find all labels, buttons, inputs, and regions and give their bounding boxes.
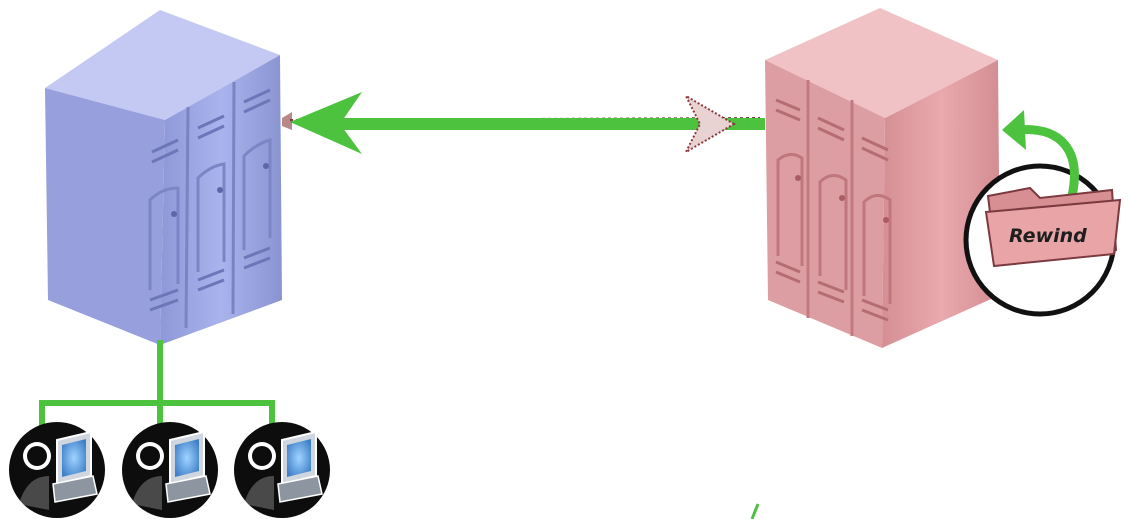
primary-server <box>45 10 282 345</box>
rewind-folder-label: Rewind <box>1009 225 1087 247</box>
user-workstation-icon <box>122 422 218 518</box>
server-rack-icon <box>45 10 282 345</box>
server-rack-icon <box>765 8 1000 348</box>
user-workstation-icon <box>234 422 330 518</box>
replication-link <box>282 92 765 154</box>
workstation-network <box>40 340 274 432</box>
stray-mark <box>752 504 758 519</box>
secondary-server <box>765 8 1000 348</box>
user-workstation-icon <box>9 422 105 518</box>
